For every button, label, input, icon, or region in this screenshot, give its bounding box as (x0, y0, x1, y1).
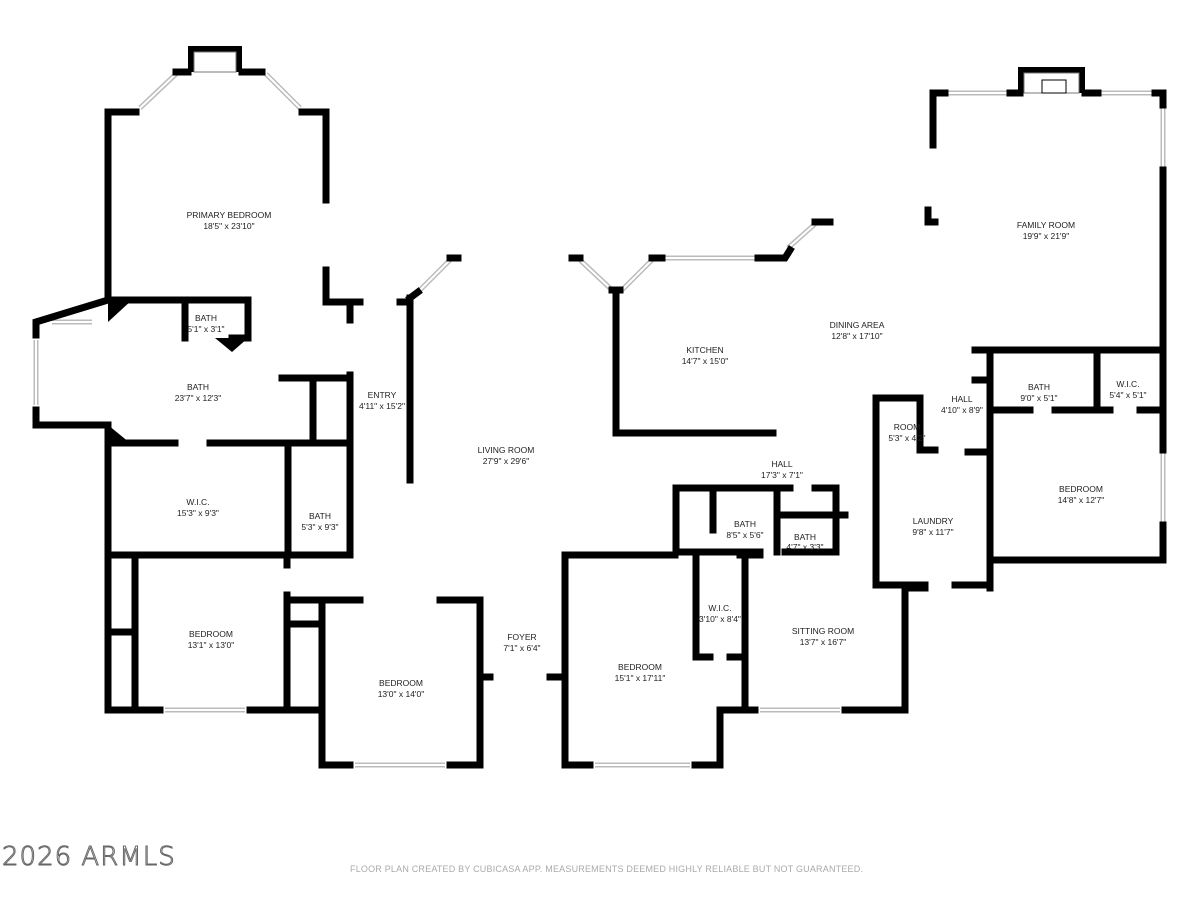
room-name: ROOM (894, 422, 920, 432)
room-dims: 14'7" x 15'0" (682, 356, 729, 366)
room-dims: 15'3" x 9'3" (177, 508, 219, 518)
room-name: BATH (1028, 382, 1050, 392)
room-name: BEDROOM (379, 678, 423, 688)
room-name: W.I.C. (1116, 379, 1139, 389)
room-dims: 5'4" x 5'1" (1109, 390, 1146, 400)
room-dims: 17'3" x 7'1" (761, 470, 803, 480)
room-name: W.I.C. (186, 497, 209, 507)
room-dims: 9'0" x 5'1" (1020, 393, 1057, 403)
room-dims: 27'9" x 29'6" (483, 456, 530, 466)
room-name: DINING AREA (830, 320, 885, 330)
room-dims: 5'1" x 3'1" (187, 324, 224, 334)
room-name: BEDROOM (189, 629, 233, 639)
room-dims: 14'8" x 12'7" (1058, 495, 1105, 505)
room-dims: 19'9" x 21'9" (1023, 231, 1070, 241)
room-name: BATH (195, 313, 217, 323)
footer-disclaimer: FLOOR PLAN CREATED BY CUBICASA APP. MEAS… (350, 864, 864, 874)
room-dims: 3'10" x 8'4" (699, 614, 741, 624)
room-labels: PRIMARY BEDROOM 18'5" x 23'10" BATH 5'1"… (175, 210, 1147, 699)
room-dims: 5'3" x 4'2" (888, 433, 925, 443)
room-name: ENTRY (368, 390, 397, 400)
room-name: BATH (734, 519, 756, 529)
fireplaces (188, 46, 1085, 94)
room-name: BATH (187, 382, 209, 392)
room-name: LAUNDRY (913, 516, 954, 526)
room-name: HALL (951, 394, 973, 404)
room-dims: 13'1" x 13'0" (188, 640, 235, 650)
room-dims: 12'8" x 17'10" (831, 331, 882, 341)
room-name: W.I.C. (708, 603, 731, 613)
room-dims: 4'7" x 3'3" (786, 542, 823, 552)
room-dims: 15'1" x 17'11" (615, 673, 666, 683)
room-name: KITCHEN (686, 345, 723, 355)
room-dims: 8'5" x 5'6" (726, 530, 763, 540)
room-dims: 23'7" x 12'3" (175, 393, 222, 403)
windows (33, 72, 1166, 768)
walls (32, 68, 1167, 769)
room-dims: 4'10" x 8'9" (941, 405, 983, 415)
room-name: BATH (794, 532, 816, 542)
room-name: BEDROOM (618, 662, 662, 672)
room-dims: 5'3" x 9'3" (301, 522, 338, 532)
room-name: SITTING ROOM (792, 626, 854, 636)
room-name: FAMILY ROOM (1017, 220, 1075, 230)
room-name: LIVING ROOM (478, 445, 535, 455)
room-dims: 9'8" x 11'7" (912, 527, 953, 537)
room-name: FOYER (507, 632, 536, 642)
room-dims: 7'1" x 6'4" (503, 643, 540, 653)
room-dims: 18'5" x 23'10" (203, 221, 254, 231)
room-name: PRIMARY BEDROOM (187, 210, 272, 220)
room-name: BATH (309, 511, 331, 521)
room-name: BEDROOM (1059, 484, 1103, 494)
watermark: 2026 ARMLS (2, 842, 176, 873)
room-dims: 13'7" x 16'7" (800, 637, 847, 647)
room-dims: 13'0" x 14'0" (378, 689, 425, 699)
room-dims: 4'11" x 15'2" (359, 401, 405, 411)
room-name: HALL (771, 459, 793, 469)
